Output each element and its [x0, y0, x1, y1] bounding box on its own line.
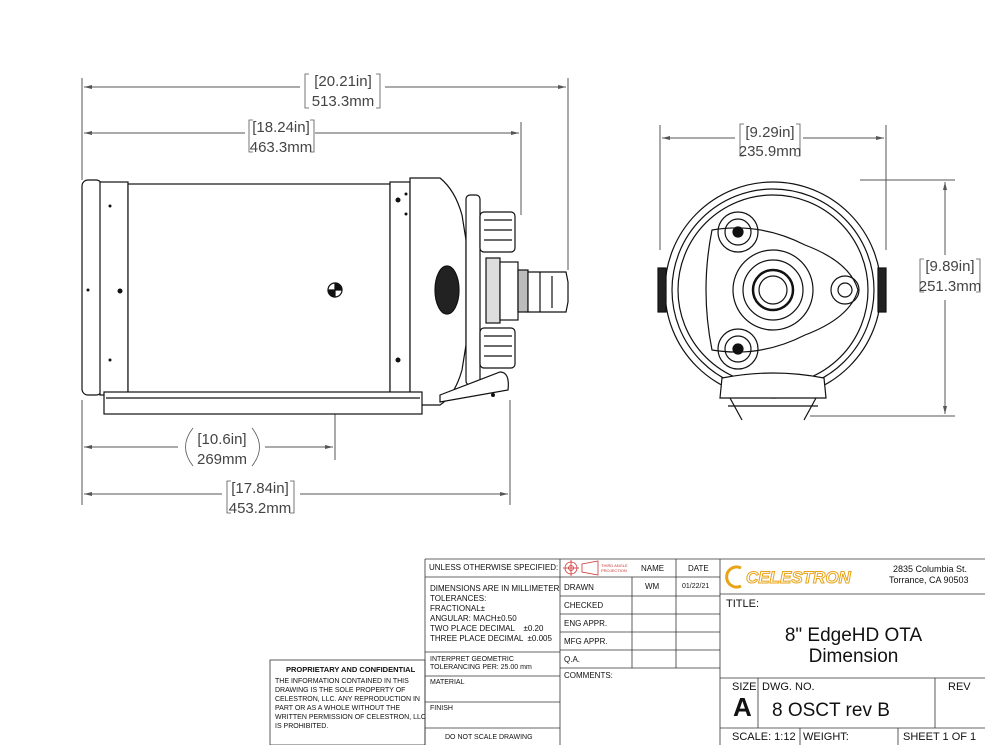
finish-label: FINISH [430, 705, 453, 712]
unless-specified-label: UNLESS OTHERWISE SPECIFIED: [429, 563, 559, 572]
body-length-in: [18.24in] [252, 119, 310, 136]
drawn-name: WM [645, 582, 660, 591]
front-height-in: [9.89in] [925, 258, 974, 275]
dovetail-length-in: [17.84in] [231, 480, 289, 497]
center-offset-in: [10.6in] [197, 431, 246, 448]
proprietary-heading: PROPRIETARY AND CONFIDENTIAL [286, 665, 416, 674]
overall-length-mm: 513.3mm [312, 93, 375, 110]
proprietary-line-3: CELESTRON, LLC. ANY REPRODUCTION IN [275, 696, 420, 703]
proprietary-line-1: THE INFORMATION CONTAINED IN THIS [275, 678, 409, 685]
eng-appr-label: ENG APPR. [564, 619, 608, 628]
geometric-line-1: INTERPRET GEOMETRIC [430, 656, 514, 663]
scale-label: SCALE: 1:12 [732, 731, 796, 743]
side-view [81, 177, 569, 415]
drawn-label: DRAWN [564, 583, 594, 592]
celestron-logo: CELESTRON [725, 565, 852, 589]
front-width-in: [9.29in] [745, 124, 794, 141]
geometric-line-2: TOLERANCING PER: 25.00 mm [430, 664, 532, 671]
front-height-mm: 251.3mm [919, 278, 982, 295]
tolerance-line-5: TWO PLACE DECIMAL ±0.20 [430, 624, 544, 633]
tolerance-line-4: ANGULAR: MACH±0.50 [430, 614, 517, 623]
tolerance-line-1: DIMENSIONS ARE IN MILLIMETER [430, 584, 560, 593]
col-name-header: NAME [641, 564, 665, 573]
tolerance-line-6: THREE PLACE DECIMAL ±0.005 [430, 634, 552, 643]
proprietary-line-5: WRITTEN PERMISSION OF CELESTRON, LLC [275, 714, 426, 721]
body-length-mm: 463.3mm [250, 139, 313, 156]
rev-label: REV [948, 681, 971, 693]
drawn-date: 01/22/21 [682, 583, 710, 590]
overall-length-in: [20.21in] [314, 73, 372, 90]
size-value: A [733, 692, 752, 722]
address-line-1: 2835 Columbia St. [893, 564, 968, 574]
checked-label: CHECKED [564, 601, 604, 610]
do-not-scale-label: DO NOT SCALE DRAWING [445, 734, 533, 741]
sheet-label: SHEET 1 OF 1 [903, 731, 977, 743]
material-label: MATERIAL [430, 679, 465, 686]
drawing-title-line-2: Dimension [808, 646, 899, 667]
svg-text:CELESTRON: CELESTRON [746, 568, 852, 587]
third-angle-projection-symbol [563, 560, 599, 576]
mfg-appr-label: MFG APPR. [564, 637, 608, 646]
proprietary-line-6: IS PROHIBITED. [275, 723, 329, 730]
front-view [657, 181, 887, 421]
proprietary-line-2: DRAWING IS THE SOLE PROPERTY OF [275, 687, 406, 694]
title-block-frame [269, 558, 985, 745]
drawing-title-line-1: 8" EdgeHD OTA [784, 625, 923, 646]
size-label: SIZE [732, 681, 757, 693]
address-line-2: Torrance, CA 90503 [889, 575, 969, 585]
center-offset-mm: 269mm [197, 451, 247, 468]
dovetail-length-mm: 453.2mm [229, 500, 292, 517]
col-date-header: DATE [688, 564, 709, 573]
tolerance-line-3: FRACTIONAL± [430, 604, 486, 613]
comments-label: COMMENTS: [564, 671, 613, 680]
projection-label: THIRD ANGLE PROJECTION [601, 563, 628, 573]
dwg-no-label: DWG. NO. [762, 681, 815, 693]
dwg-no-value: 8 OSCT rev B [772, 700, 890, 721]
qa-label: Q.A. [564, 655, 581, 664]
weight-label: WEIGHT: [803, 731, 849, 743]
front-width-mm: 235.9mm [739, 143, 802, 160]
title-label: TITLE: [726, 598, 760, 610]
proprietary-line-4: PART OR AS A WHOLE WITHOUT THE [275, 705, 400, 712]
tolerance-line-2: TOLERANCES: [430, 594, 487, 603]
